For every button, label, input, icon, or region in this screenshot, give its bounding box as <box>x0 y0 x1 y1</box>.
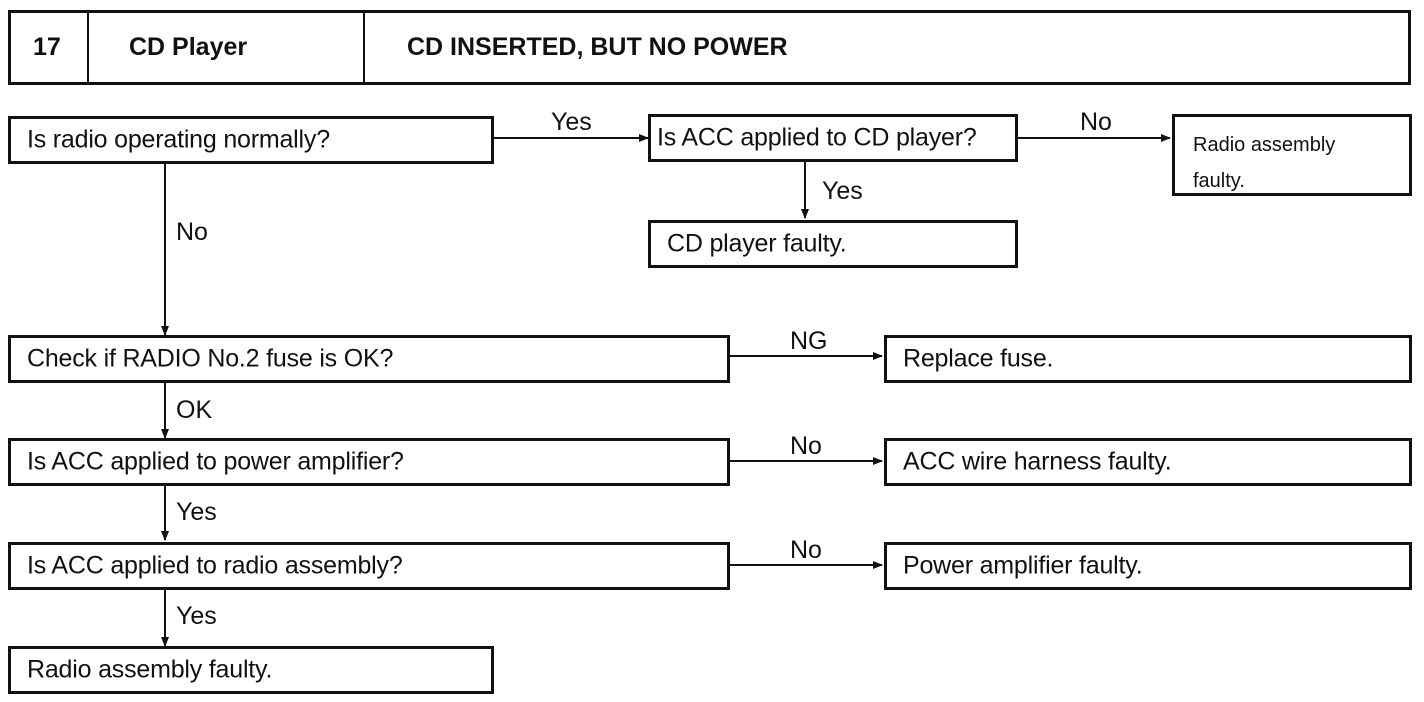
node-radio-faulty-top: Radio assembly faulty. <box>1172 114 1412 196</box>
node-text-block: Radio assembly faulty. <box>1193 127 1335 199</box>
node-text: ACC wire harness faulty. <box>903 447 1172 476</box>
edge-label-ok: OK <box>176 396 213 424</box>
edge-label-yes: Yes <box>551 108 592 136</box>
node-text: Replace fuse. <box>903 344 1054 373</box>
edge-label-yes: Yes <box>176 498 217 526</box>
header-bar: 17 CD Player CD INSERTED, BUT NO POWER <box>8 10 1411 85</box>
node-text: Is ACC applied to power amplifier? <box>27 447 404 476</box>
node-acc-cd-player: Is ACC applied to CD player? <box>648 114 1018 162</box>
header-divider <box>87 13 89 82</box>
node-fuse-check: Check if RADIO No.2 fuse is OK? <box>8 335 730 383</box>
edge-label-no: No <box>790 432 822 460</box>
node-text: Is ACC applied to radio assembly? <box>27 551 403 580</box>
node-text: Check if RADIO No.2 fuse is OK? <box>27 344 394 373</box>
header-symptom: CD INSERTED, BUT NO POWER <box>407 33 788 61</box>
edge-label-yes: Yes <box>176 602 217 630</box>
node-text: Is ACC applied to CD player? <box>657 123 977 152</box>
edge-label-no: No <box>1080 108 1112 136</box>
edge-label-no: No <box>790 536 822 564</box>
node-text: Power amplifier faulty. <box>903 551 1143 580</box>
node-text: CD player faulty. <box>667 229 847 258</box>
node-replace-fuse: Replace fuse. <box>884 335 1412 383</box>
node-acc-amplifier: Is ACC applied to power amplifier? <box>8 438 730 486</box>
node-acc-harness-faulty: ACC wire harness faulty. <box>884 438 1412 486</box>
node-radio-faulty-bottom: Radio assembly faulty. <box>8 646 494 694</box>
node-text-line: Radio assembly <box>1193 134 1336 156</box>
edge-label-no: No <box>176 218 208 246</box>
node-text: Is radio operating normally? <box>27 125 330 154</box>
node-text: Radio assembly faulty. <box>27 655 273 684</box>
node-amplifier-faulty: Power amplifier faulty. <box>884 542 1412 590</box>
node-text-line: faulty. <box>1193 170 1245 192</box>
header-number: 17 <box>33 33 61 61</box>
node-cd-player-faulty: CD player faulty. <box>648 220 1018 268</box>
header-divider <box>363 13 365 82</box>
header-system: CD Player <box>129 33 248 61</box>
edge-label-ng: NG <box>790 327 828 355</box>
node-acc-radio-assembly: Is ACC applied to radio assembly? <box>8 542 730 590</box>
node-radio-normal: Is radio operating normally? <box>8 116 494 164</box>
edge-label-yes: Yes <box>822 177 863 205</box>
